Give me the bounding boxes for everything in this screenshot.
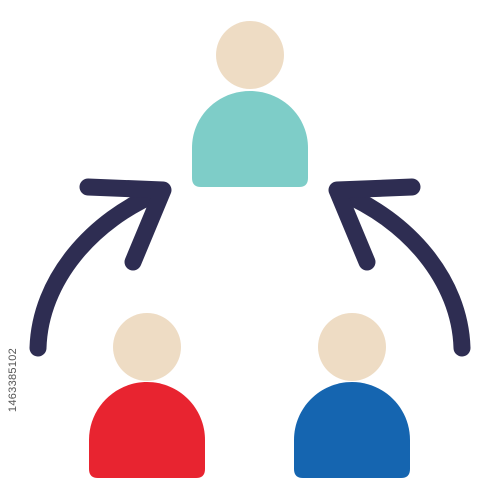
right-arrow-head [328,178,421,271]
left-arrow-shaft [29,183,169,357]
top-person-head [216,21,284,89]
watermark-image-id: 1463385102 [6,270,20,490]
left-arrow-head [79,178,172,271]
left-person-head [113,313,181,381]
top-person-icon [192,21,308,187]
right-arrow-shaft [331,183,471,357]
right-curved-arrow-icon [328,178,471,357]
left-person-body [89,382,205,478]
right-person-body [294,382,410,478]
right-person-head [318,313,386,381]
watermark-image-id-text: 1463385102 [7,347,19,413]
top-person-body [192,91,308,187]
right-person-icon [294,313,410,478]
left-curved-arrow-icon [29,178,172,357]
left-person-icon [89,313,205,478]
